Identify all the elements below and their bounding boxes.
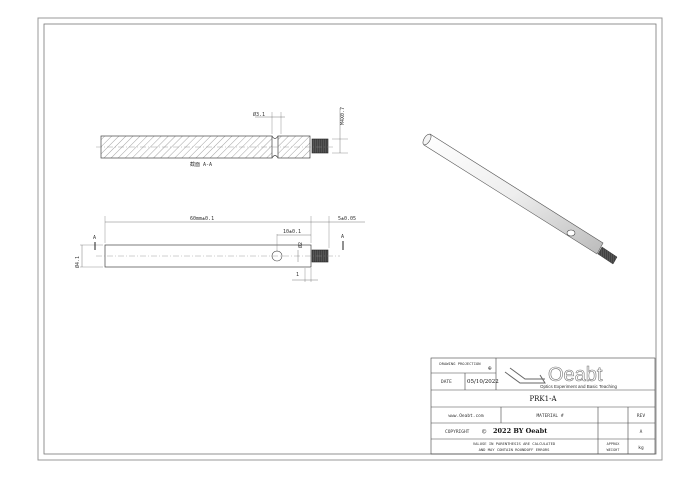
title-block-text: DRAWING PROJECTION ⊕ DATE 05/10/2022 Oea… (439, 361, 645, 452)
logo-tagline: Optics Experiment and Basic Teaching (540, 384, 617, 389)
projection-symbol-icon: ⊕ (488, 365, 492, 372)
isometric-view (422, 133, 618, 265)
weight-unit: kg (638, 445, 644, 451)
step-dim: 1 (296, 272, 299, 278)
weight-label-1: APPROX (607, 442, 621, 446)
part-number: PRK1-A (529, 395, 557, 403)
copyright-icon: © (482, 428, 487, 436)
logo-text: Oeabt (548, 364, 603, 386)
inner-border (43, 23, 657, 455)
section-mark-left: A (93, 235, 96, 241)
section-label: 截面 A-A (190, 161, 212, 168)
weight-label-2: WEIGHT (607, 448, 621, 452)
note-line-2: AND MAY CONTAIN ROUNDOFF ERRORS (479, 447, 551, 452)
section-view: Ø3.1 M4X0.7 截面 A-A (96, 107, 348, 168)
material-label: MATERIAL # (536, 413, 563, 419)
section-mark-right: A (341, 234, 344, 240)
diameter-dim: Ø4.1 (74, 256, 81, 268)
hole (566, 229, 576, 237)
groove-dim: Ø3.1 (253, 111, 265, 118)
front-view: 60mm±0.1 5±0.05 10±0.1 Ø2 Ø4.1 A A 1 (74, 216, 365, 282)
copyright-label: COPYRIGHT (445, 429, 470, 435)
projection-label: DRAWING PROJECTION (439, 361, 481, 366)
logo-icon (504, 367, 546, 384)
thread (597, 246, 618, 265)
hole-offset-dim: 10±0.1 (283, 229, 301, 235)
hole-dia-dim: Ø2 (297, 242, 304, 248)
outer-border (37, 17, 663, 461)
thread-dim: M4X0.7 (340, 107, 346, 125)
thread (311, 138, 329, 154)
title-block (430, 357, 656, 455)
thread-length-dim: 5±0.05 (338, 216, 356, 222)
date-label: DATE (441, 379, 452, 385)
copyright-text: 2022 BY Oeabt (493, 427, 547, 435)
website: www.Oeabt.com (448, 413, 484, 419)
length-dim: 60mm±0.1 (190, 216, 214, 222)
rev-value: A (640, 429, 643, 435)
note-line-1: VALUSE IN PARENTHESIS ARE CALCULATED (473, 441, 556, 446)
date-value: 05/10/2022 (467, 379, 499, 385)
rev-label: REV (637, 413, 645, 419)
